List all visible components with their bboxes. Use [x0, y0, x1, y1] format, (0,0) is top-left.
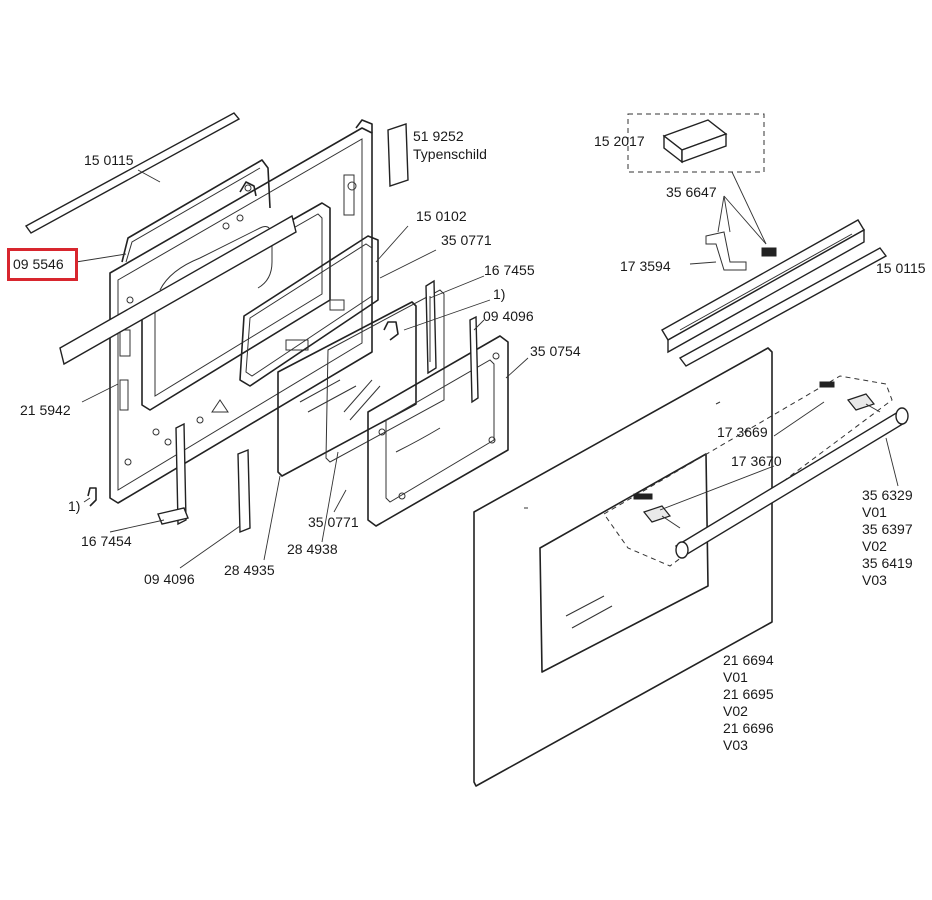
label-173670: 17 3670 — [731, 453, 782, 469]
handle-label-line: V02 — [862, 538, 887, 554]
handle-label-line: V03 — [862, 572, 887, 588]
label-group-handle: 35 6329 V01 35 6397 V02 35 6419 V03 — [862, 487, 913, 589]
label-284938: 28 4938 — [287, 541, 338, 557]
handle-label-line: 35 6419 — [862, 555, 913, 571]
module-leader-lines — [717, 171, 777, 257]
hinge-rail-167455 — [425, 279, 437, 375]
label-150115-top: 15 0115 — [84, 152, 134, 168]
highlight-box-095546 — [7, 248, 78, 281]
label-094096-top: 09 4096 — [483, 308, 534, 324]
spring-ref-top — [383, 321, 399, 341]
handle-label-line: V01 — [862, 504, 887, 520]
glass-frame-350754 — [367, 335, 509, 527]
label-167454: 16 7454 — [81, 533, 132, 549]
door-label-line: 21 6695 — [723, 686, 774, 702]
door-label-line: V01 — [723, 669, 748, 685]
door-label-line: V02 — [723, 703, 748, 719]
label-350771-bottom: 35 0771 — [308, 514, 359, 530]
clip-094096-top — [469, 315, 479, 404]
label-ref-1-left: 1) — [68, 498, 81, 514]
label-173594: 17 3594 — [620, 258, 671, 274]
door-label-line: 21 6694 — [723, 652, 774, 668]
top-profile-right — [661, 219, 865, 354]
left-leader-lines — [75, 169, 529, 569]
spring-ref-left — [87, 487, 97, 507]
electronic-module-box — [627, 113, 765, 173]
label-ref-1-top: 1) — [493, 286, 506, 302]
door-label-line: V03 — [723, 737, 748, 753]
type-plate-519252 — [387, 123, 409, 187]
right-leader-lines — [659, 401, 899, 511]
label-150115-right: 15 0115 — [876, 260, 926, 276]
label-094096-bottom: 09 4096 — [144, 571, 195, 587]
label-152017: 15 2017 — [594, 133, 645, 149]
label-173669: 17 3669 — [717, 424, 768, 440]
top-wire-clip — [239, 181, 257, 197]
label-typenschild: Typenschild — [413, 146, 487, 162]
insulation-strip-095546 — [59, 214, 297, 366]
top-seal-strip-right — [678, 247, 888, 367]
label-519252: 51 9252 — [413, 128, 464, 144]
seal-frame-150102 — [239, 235, 379, 387]
top-seal-strip-left — [24, 112, 241, 234]
door-label-line: 21 6696 — [723, 720, 774, 736]
label-350771-top: 35 0771 — [441, 232, 492, 248]
handle-label-line: 35 6397 — [862, 521, 913, 537]
label-284935: 28 4935 — [224, 562, 275, 578]
label-150102: 15 0102 — [416, 208, 467, 224]
label-167455: 16 7455 — [484, 262, 535, 278]
handle-356329 — [603, 375, 909, 567]
label-350754: 35 0754 — [530, 343, 581, 359]
hinge-rail-167454 — [157, 422, 189, 526]
label-356647: 35 6647 — [666, 184, 717, 200]
glass-pane-284938 — [325, 289, 445, 463]
label-group-door: 21 6694 V01 21 6695 V02 21 6696 V03 — [723, 652, 774, 754]
glass-pane-284935 — [277, 301, 417, 477]
outer-door-216694 — [473, 347, 773, 787]
clip-094096-bottom — [237, 448, 251, 534]
handle-label-line: 35 6329 — [862, 487, 913, 503]
label-215942: 21 5942 — [20, 402, 71, 418]
label-095546: 09 5546 — [13, 256, 64, 272]
bracket-173594 — [689, 231, 747, 271]
